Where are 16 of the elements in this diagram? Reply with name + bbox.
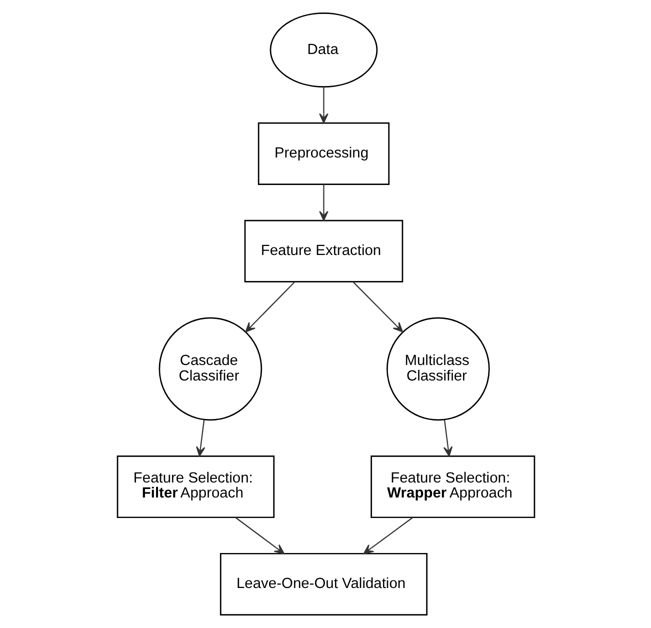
node-box: Feature Extraction xyxy=(244,220,403,282)
node-box: Preprocessing xyxy=(257,122,390,185)
arrow xyxy=(318,86,328,124)
node-box: Feature Selection: Filter Approach xyxy=(116,456,274,518)
arrow xyxy=(196,420,205,457)
arrow xyxy=(442,420,452,457)
node-circle: Multiclass Classifier xyxy=(386,317,490,421)
arrow xyxy=(244,281,295,332)
node-box: Leave-One-Out Validation xyxy=(219,552,428,616)
arrow xyxy=(362,517,413,554)
node-ellipse: Data xyxy=(269,12,378,88)
arrow xyxy=(234,517,284,554)
arrow xyxy=(352,281,403,332)
arrow xyxy=(318,184,328,221)
node-circle: Cascade Classifier xyxy=(158,317,262,421)
node-box: Feature Selection: Wrapper Approach xyxy=(370,456,535,518)
